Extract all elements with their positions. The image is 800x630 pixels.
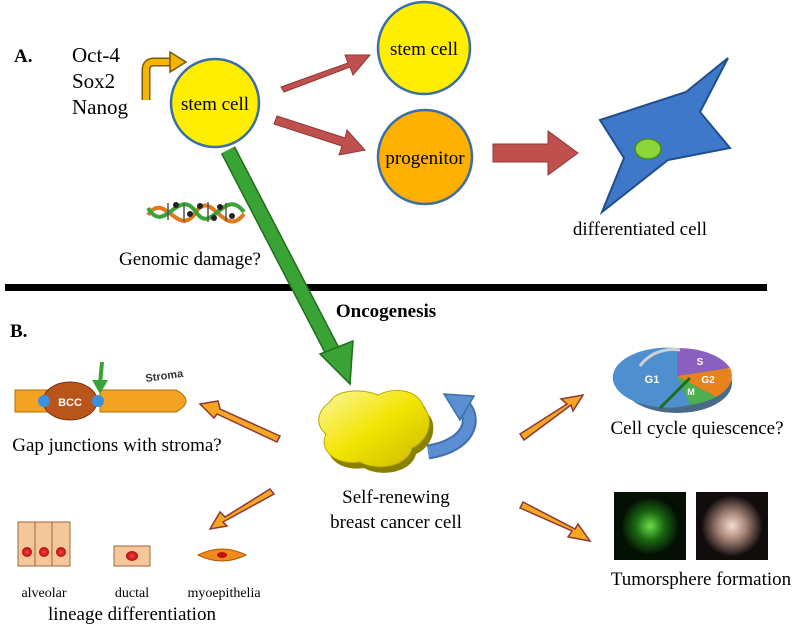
factor-oct4: Oct-4: [72, 43, 120, 67]
stem-cell-top-label: stem cell: [390, 39, 458, 60]
stem-cell-top: [376, 0, 472, 96]
arrow-to-lineage: [208, 488, 276, 531]
factor-nanog: Nanog: [72, 95, 128, 119]
tumorsphere-green-image: [614, 492, 686, 560]
differentiated-cell-icon: [598, 57, 732, 216]
oncogenesis-label: Oncogenesis: [336, 301, 436, 322]
arrow-to-progenitor: [273, 115, 366, 156]
section-a-label: A.: [14, 46, 32, 67]
cancer-cell-icon: [318, 390, 434, 473]
lineage-caption: lineage differentiation: [48, 604, 216, 625]
arrow-to-cell-cycle: [518, 393, 585, 442]
cancer-cell-label-line1: Self-renewing: [342, 487, 450, 508]
phase-m: M: [687, 387, 695, 397]
self-renewal-arrow: [426, 393, 477, 460]
arrow-to-stroma: [198, 400, 282, 443]
stroma-illustration: [14, 361, 187, 421]
arrow-to-differentiated: [492, 130, 579, 176]
arrow-to-tumorsphere: [518, 500, 592, 543]
stroma-label: Stroma: [145, 368, 185, 385]
arrow-to-stem-cell: [280, 54, 372, 93]
tumorsphere-pink-image: [696, 492, 768, 560]
cell-cycle-pie-icon: [612, 347, 732, 413]
dna-helix-icon: [146, 202, 246, 224]
lineage-myoepithelia: myoepithelia: [187, 586, 261, 601]
cell-cycle-caption: Cell cycle quiescence?: [610, 418, 783, 439]
cancer-cell-label-line2: breast cancer cell: [330, 512, 462, 533]
lineage-alveolar: alveolar: [21, 586, 66, 601]
bcc-label: BCC: [58, 397, 82, 409]
tumorsphere-caption: Tumorsphere formation: [611, 569, 792, 590]
gap-junctions-caption: Gap junctions with stroma?: [12, 435, 222, 456]
stem-cell-main-label: stem cell: [181, 94, 249, 115]
progenitor-cell: [376, 108, 474, 206]
phase-g2: G2: [701, 375, 715, 386]
section-b-label: B.: [10, 321, 27, 342]
lineage-ductal: ductal: [115, 586, 149, 601]
differentiated-cell-label: differentiated cell: [573, 219, 707, 240]
section-divider: [5, 284, 767, 291]
arrow-to-cancer-cell: [220, 146, 354, 386]
alveolar-cells-icon: [17, 521, 71, 567]
phase-g1: G1: [645, 374, 660, 386]
phase-s: S: [697, 357, 704, 368]
stem-cell-main: [169, 57, 261, 149]
genomic-damage-label: Genomic damage?: [119, 249, 261, 270]
progenitor-label: progenitor: [385, 148, 465, 169]
factor-bent-arrow: [141, 50, 188, 100]
myoepithelial-cell-icon: [196, 548, 248, 562]
factor-sox2: Sox2: [72, 69, 115, 93]
ductal-cell-icon: [113, 545, 151, 567]
